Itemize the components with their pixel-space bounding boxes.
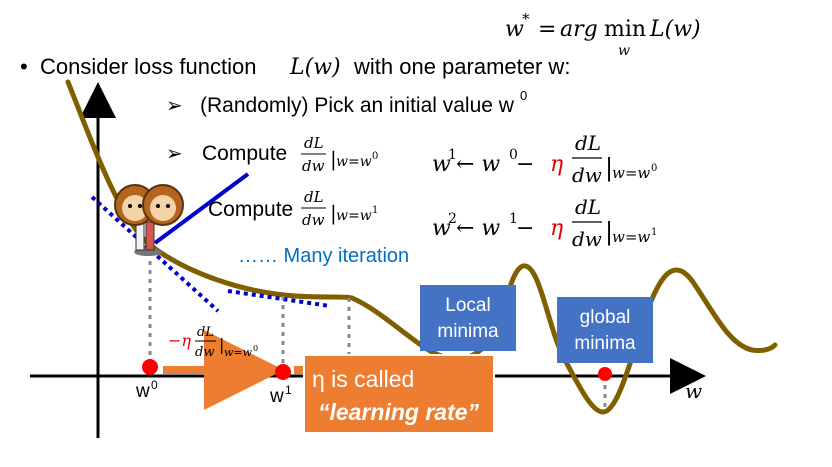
svg-text:➢: ➢ (166, 143, 183, 165)
svg-text:w: w (432, 216, 451, 241)
local-minima-box: Local minima (420, 285, 516, 351)
svg-text:w=w: w=w (612, 228, 650, 246)
svg-text:dL: dL (575, 195, 601, 219)
svg-text:0: 0 (151, 378, 158, 392)
svg-text:*: * (522, 10, 530, 28)
svg-text:dL: dL (304, 188, 324, 206)
tick-w0: w 0 (135, 378, 158, 402)
svg-text:•: • (20, 54, 28, 79)
svg-text:−: − (516, 152, 534, 177)
svg-text:Local: Local (445, 295, 490, 316)
svg-text:minima: minima (437, 321, 499, 342)
learning-rate-box: η is called “learning rate” (303, 354, 495, 434)
svg-text:dw: dw (572, 163, 602, 187)
svg-text:w: w (432, 152, 451, 177)
svg-text:Consider loss function: Consider loss function (40, 54, 256, 79)
svg-text:with one parameter w:: with one parameter w: (353, 54, 570, 79)
svg-text:−η: −η (168, 331, 191, 350)
svg-text:w=w: w=w (224, 346, 253, 359)
svg-text:−: − (516, 216, 534, 241)
x-axis-label: w (685, 379, 702, 403)
bullet-line: • Consider loss function L(w) with one p… (20, 54, 570, 80)
svg-text:global: global (580, 307, 631, 328)
point-w0 (142, 359, 158, 375)
svg-text:|: | (219, 335, 224, 354)
svg-text:arg: arg (560, 17, 598, 42)
svg-text:dL: dL (304, 134, 324, 152)
point-w1 (275, 364, 291, 380)
svg-text:η: η (550, 216, 563, 241)
svg-text:1: 1 (651, 227, 657, 238)
svg-text:“learning rate”: “learning rate” (318, 399, 480, 425)
svg-text:0: 0 (520, 88, 527, 103)
character-icons (114, 184, 184, 256)
argmin-formula: w * = arg min w L(w) (505, 10, 701, 59)
update-equation-1: w 1 ← w 0 − η dL dw | w=w 0 (432, 131, 657, 187)
step-pick-initial: ➢ (Randomly) Pick an initial value w 0 (166, 88, 527, 117)
svg-text:1: 1 (448, 147, 457, 163)
svg-text:η is called: η is called (312, 366, 414, 392)
many-iteration-text: …… Many iteration (238, 245, 409, 267)
svg-text:w=w: w=w (336, 208, 372, 224)
svg-text:(Randomly) Pick an initial val: (Randomly) Pick an initial value w (200, 94, 515, 117)
svg-text:w=w: w=w (612, 164, 650, 182)
svg-text:|: | (605, 218, 613, 247)
step-compute-w1: Compute dL dw | w=w 1 (208, 188, 378, 229)
svg-text:w: w (269, 386, 284, 407)
tangent-line-w1 (227, 289, 331, 308)
loss-curve (65, 79, 778, 415)
svg-text:w: w (618, 43, 630, 59)
svg-text:dw: dw (302, 211, 325, 229)
svg-text:1: 1 (509, 211, 518, 227)
svg-text:w: w (135, 381, 150, 402)
svg-text:Compute: Compute (202, 142, 287, 165)
tick-w1: w 1 (269, 383, 292, 407)
svg-text:|: | (330, 147, 337, 172)
svg-text:dw: dw (302, 157, 325, 175)
svg-text:0: 0 (253, 344, 258, 353)
svg-text:0: 0 (372, 151, 378, 162)
svg-text:0: 0 (509, 147, 518, 163)
svg-text:1: 1 (372, 205, 378, 216)
point-global (598, 367, 612, 381)
svg-text:dL: dL (197, 325, 214, 340)
update-equation-2: w 2 ← w 1 − η dL dw | w=w 1 (432, 195, 657, 251)
svg-text:2: 2 (448, 211, 457, 227)
svg-text:dL: dL (575, 131, 601, 155)
svg-text:w: w (505, 17, 524, 42)
step-size-label: −η dL dw | w=w 0 (168, 325, 258, 360)
svg-text:1: 1 (285, 383, 292, 397)
svg-text:|: | (330, 201, 337, 226)
global-minima-box: global minima (557, 297, 653, 363)
svg-text:minima: minima (574, 333, 636, 354)
svg-text:← w: ← w (456, 152, 500, 177)
step-compute-w0: ➢ Compute dL dw | w=w 0 (166, 134, 378, 175)
svg-text:Compute: Compute (208, 198, 293, 221)
svg-text:=: = (538, 17, 556, 42)
svg-text:|: | (605, 154, 613, 183)
svg-text:0: 0 (651, 163, 657, 174)
svg-text:η: η (550, 152, 563, 177)
svg-text:← w: ← w (456, 216, 500, 241)
tangent-line-solid (153, 172, 250, 245)
svg-text:min: min (604, 17, 646, 42)
svg-text:➢: ➢ (166, 95, 183, 117)
svg-text:dw: dw (572, 227, 602, 251)
svg-text:w=w: w=w (336, 154, 372, 170)
svg-text:L(w): L(w) (649, 17, 701, 42)
svg-text:dw: dw (195, 345, 214, 360)
svg-text:L(w): L(w) (289, 55, 341, 80)
